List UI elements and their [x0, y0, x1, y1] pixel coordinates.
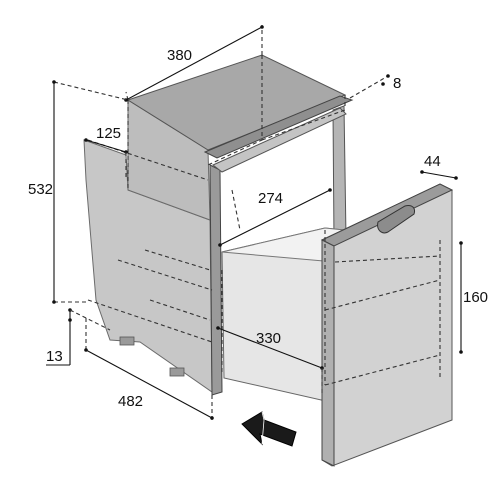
dim-label-532: 532: [28, 181, 53, 198]
cabinet-side-panel: [83, 139, 213, 393]
dim-330: [216, 326, 324, 395]
dim-380: [124, 25, 264, 102]
dim-482: [84, 318, 214, 420]
dim-label-160: 160: [463, 289, 488, 306]
dim-532: [52, 80, 129, 304]
cabinet-front-frame: [209, 164, 223, 396]
dim-label-330: 330: [256, 330, 281, 347]
cabinet-top-flange: [203, 95, 354, 159]
dim-160: [459, 241, 463, 354]
insert-direction-arrow-icon: [241, 411, 297, 447]
dim-label-44: 44: [424, 153, 441, 170]
dim-label-274: 274: [258, 190, 283, 207]
dim-label-13: 13: [46, 348, 63, 365]
dim-125: [84, 138, 128, 178]
drawer-handle-icon: [377, 205, 415, 234]
drawer-front-side: [321, 239, 335, 467]
cabinet-foot-rear: [119, 336, 135, 346]
cabinet-foot-front: [169, 367, 185, 377]
hidden-lines: [87, 55, 441, 386]
cabinet-rear-post: [332, 105, 347, 243]
dim-274: [218, 188, 332, 247]
dim-44: [420, 170, 458, 180]
dim-13: [46, 308, 111, 366]
dim-label-8: 8: [393, 75, 401, 92]
dim-label-482: 482: [118, 393, 143, 410]
dim-8: [349, 74, 390, 99]
dim-label-380: 380: [167, 47, 192, 64]
dim-label-125: 125: [96, 125, 121, 142]
